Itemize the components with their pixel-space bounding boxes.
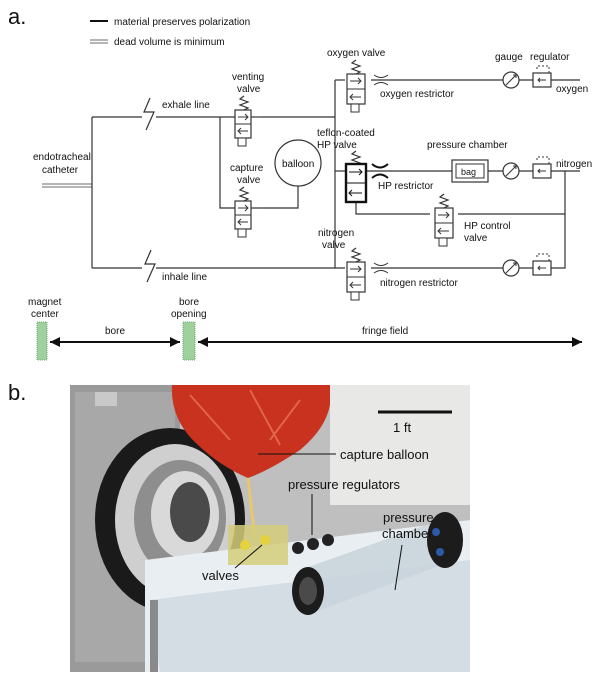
hp-control-label-1: HP control	[464, 221, 511, 232]
magnet-label-2: center	[31, 309, 59, 320]
oxygen-regulator-icon	[532, 65, 552, 88]
oxygen-label: oxygen	[556, 84, 588, 95]
oxygen-restrictor-icon	[373, 74, 389, 86]
oxygen-valve-label: oxygen valve	[327, 48, 386, 59]
nitrogen-valve-label-2: valve	[322, 240, 346, 251]
pressure-chamber-label-2: chamber	[382, 526, 433, 541]
oxygen-gauge-icon	[502, 71, 520, 89]
nitrogen-regulator-icon	[532, 253, 552, 276]
regulator-label: regulator	[530, 52, 570, 63]
pressure-chamber-photo	[300, 520, 455, 612]
legend: material preserves polarization dead vol…	[90, 17, 250, 48]
balloon-icon	[274, 139, 322, 187]
bore-opening-label-1: bore	[179, 297, 199, 308]
fringe-field-label: fringe field	[362, 326, 408, 337]
hp-restrictor-icon	[371, 163, 389, 179]
nitrogen-label: nitrogen	[556, 159, 592, 170]
scale-label: 1 ft	[393, 420, 411, 435]
magnet-center-marker	[36, 321, 48, 361]
pressure-regulators-label: pressure regulators	[288, 477, 400, 492]
nitrogen-valve-icon	[346, 247, 366, 301]
nitrogen-gauge-icon	[502, 259, 520, 277]
nitrogen-restrictor-icon	[373, 262, 389, 274]
panel-a-label: a.	[8, 4, 26, 29]
capture-label: capture	[230, 163, 264, 174]
nitrogen-restrictor-label: nitrogen restrictor	[380, 278, 458, 289]
hp-control-valve-icon	[434, 193, 454, 247]
capture-balloon-photo	[171, 385, 331, 478]
balloon-label: balloon	[282, 159, 314, 170]
exhale-line-label: exhale line	[162, 100, 210, 111]
inhale-line-label: inhale line	[162, 272, 207, 283]
bore-opening-marker	[182, 321, 196, 361]
bore-label: bore	[105, 326, 125, 337]
hp-valve-icon	[344, 150, 368, 204]
valves-label: valves	[202, 568, 239, 583]
catheter-double-line	[42, 183, 92, 188]
capture-valve-icon	[234, 186, 262, 238]
exhale-break-icon	[142, 97, 156, 132]
hp-control-label-2: valve	[464, 233, 488, 244]
hp-gauge-icon	[502, 162, 520, 180]
photo	[70, 385, 470, 672]
bore-arrow	[50, 337, 180, 347]
oxygen-restrictor-label: oxygen restrictor	[380, 89, 455, 100]
capture-balloon-label: capture balloon	[340, 447, 429, 462]
panel-b-label: b.	[8, 380, 26, 405]
oxygen-valve-icon	[346, 59, 366, 113]
pressure-chamber-pointer	[394, 544, 403, 591]
fringe-field-arrow	[198, 337, 582, 347]
teflon-label-1: teflon-coated	[317, 128, 375, 139]
pressure-chamber-icon	[451, 159, 489, 183]
gauge-label: gauge	[495, 52, 523, 63]
venting-valve-icon	[234, 95, 262, 147]
bag-label: bag	[461, 167, 476, 177]
hp-restrictor-label: HP restrictor	[378, 181, 434, 192]
legend-double-label: dead volume is minimum	[114, 37, 225, 48]
inhale-break-icon	[142, 249, 156, 284]
legend-solid-label: material preserves polarization	[114, 17, 250, 28]
venting-label: venting	[232, 72, 264, 83]
valves-pointer	[234, 544, 263, 569]
teflon-label-2: HP valve	[317, 140, 357, 151]
bore-opening-label-2: opening	[171, 309, 207, 320]
magnet-label-1: magnet	[28, 297, 62, 308]
capture-valve-label: valve	[237, 175, 261, 186]
venting-valve-label: valve	[237, 84, 261, 95]
pressure-chamber-label-1: pressure	[383, 510, 434, 525]
endotracheal-label: endotracheal	[33, 152, 91, 163]
hp-regulator-icon	[532, 156, 552, 179]
catheter-label: catheter	[42, 165, 79, 176]
nitrogen-valve-label-1: nitrogen	[318, 228, 354, 239]
pressure-chamber-label: pressure chamber	[427, 140, 508, 151]
